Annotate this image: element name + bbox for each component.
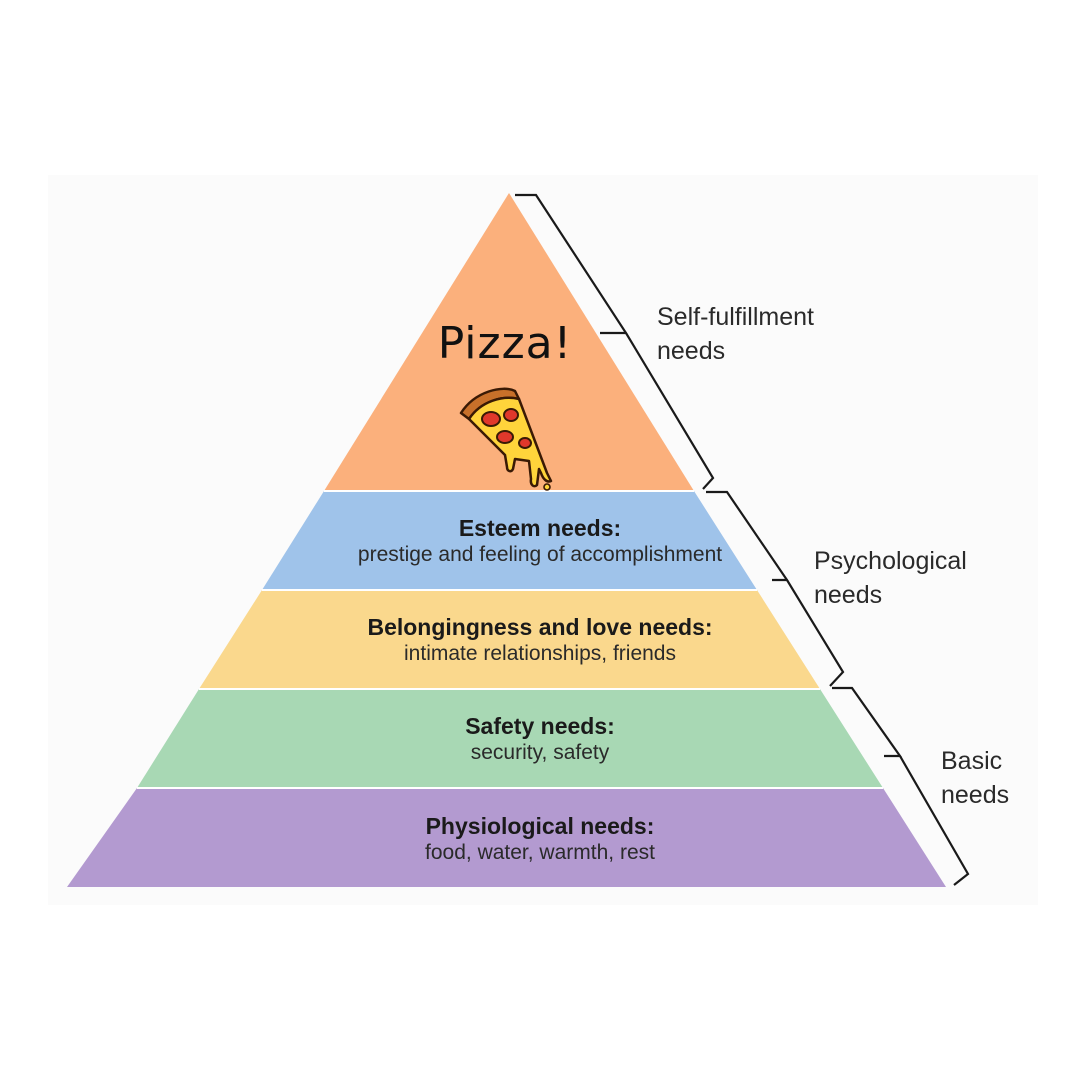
bracket-self-fulfillment <box>515 193 715 490</box>
bracket-psychological <box>706 490 845 687</box>
label-psychological: Psychological needs <box>814 547 967 609</box>
label-self-fulfillment: Self-fulfillment needs <box>657 303 814 365</box>
tier-separators <box>137 490 883 789</box>
safety-desc: security, safety <box>470 741 610 764</box>
safety-tier-text: Safety needs: security, safety <box>0 712 1080 766</box>
physiological-title: Physiological needs: <box>425 813 655 839</box>
pizza-slice-icon <box>459 387 553 491</box>
belongingness-desc: intimate relationships, friends <box>404 642 676 665</box>
belongingness-title: Belongingness and love needs: <box>367 614 713 640</box>
tier-belongingness <box>199 590 820 689</box>
tier-safety <box>137 689 883 788</box>
physiological-desc: food, water, warmth, rest <box>425 841 655 864</box>
esteem-tier-text: Esteem needs: prestige and feeling of ac… <box>0 514 1080 568</box>
physiological-tier-text: Physiological needs: food, water, warmth… <box>0 812 1080 866</box>
tier-physiological <box>67 788 946 887</box>
pizza-title: Pizza! <box>437 318 573 369</box>
tier-esteem <box>262 491 757 590</box>
esteem-title: Esteem needs: <box>458 515 622 541</box>
safety-title: Safety needs: <box>465 713 615 739</box>
belongingness-tier-text: Belongingness and love needs: intimate r… <box>0 613 1080 667</box>
bracket-basic <box>832 686 970 886</box>
label-basic: Basic needs <box>941 747 1010 809</box>
tier-self-fulfillment <box>324 193 694 491</box>
esteem-desc: prestige and feeling of accomplishment <box>357 543 723 566</box>
